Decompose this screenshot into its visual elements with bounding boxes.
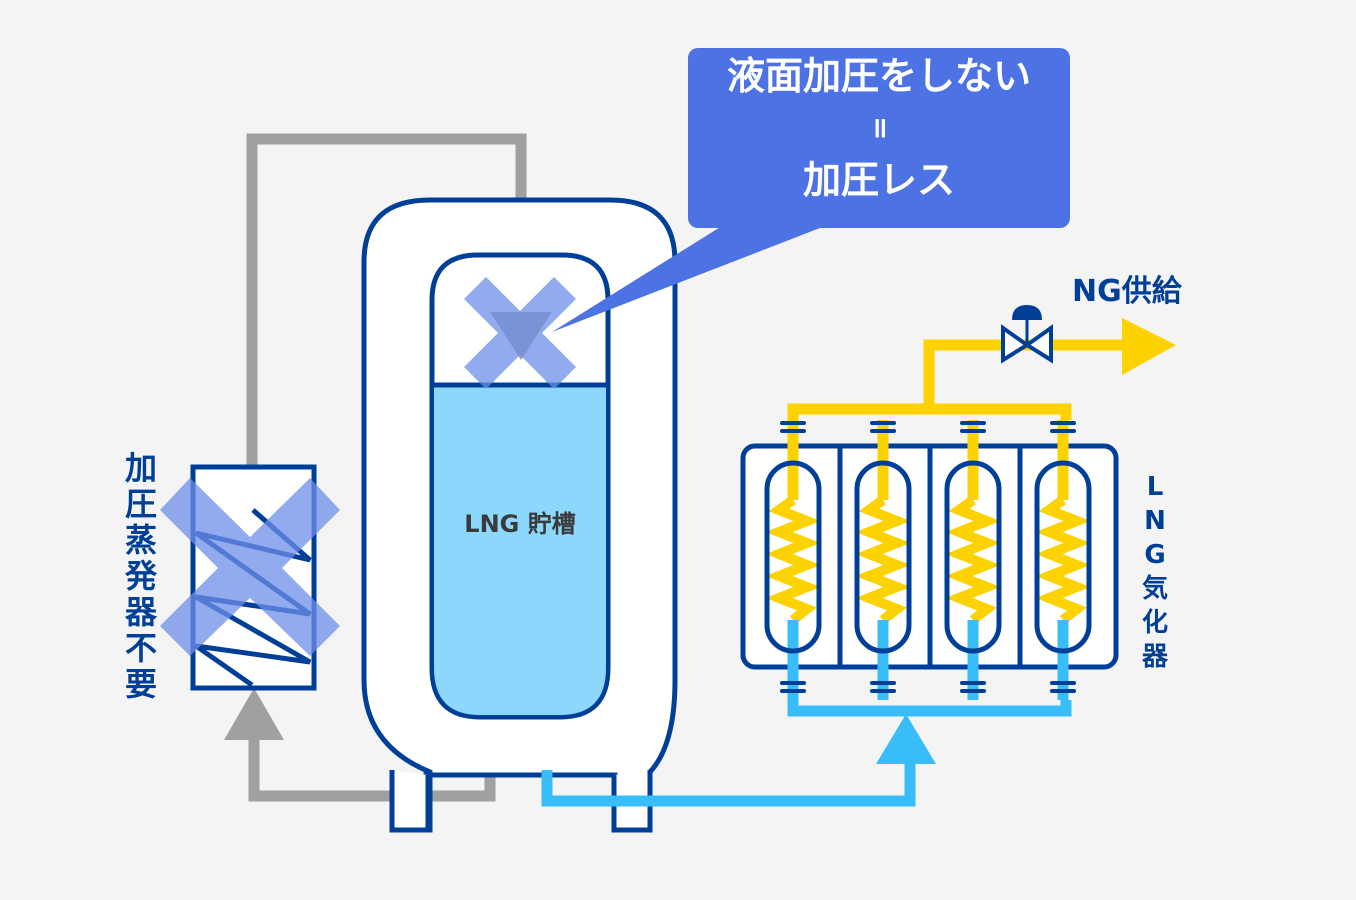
vaporizer-tube [1034, 460, 1092, 654]
ng-supply-label: NG供給 [1072, 274, 1182, 309]
lng-liquid [434, 385, 606, 715]
callout-box [688, 48, 1070, 228]
vaporizer-char: 器 [1141, 642, 1168, 672]
tank-cross-mark-icon [464, 277, 576, 389]
vaporizer-tube [854, 460, 912, 654]
evaporator-char: 発 [124, 557, 157, 595]
evaporator-label: 加 圧 蒸 発 器 不 要 [121, 450, 161, 702]
heating-coil [765, 495, 821, 624]
heating-coil [855, 495, 911, 624]
ng-header-pipe [787, 403, 1072, 420]
tank-label: LNG 貯槽 [464, 510, 576, 538]
control-valve-icon [1001, 305, 1053, 364]
lng-header-pipe [787, 700, 1072, 717]
evaporator-char: 器 [124, 593, 157, 631]
evaporator-char: 加 [124, 449, 157, 487]
vaporizer-label: L N G 気 化 器 [1135, 470, 1175, 674]
evaporator-cross-mark-icon [160, 478, 340, 656]
heating-coil [1035, 495, 1091, 624]
vaporizer-dividers [837, 446, 1023, 667]
evaporator-char: 要 [124, 665, 157, 703]
vaporizer-char: G [1144, 540, 1166, 570]
vaporizer-char: L [1146, 472, 1164, 502]
evaporator-char: 蒸 [124, 521, 157, 559]
tank-leg-left [389, 770, 431, 833]
vaporizer-char: 気 [1141, 574, 1168, 604]
heating-coil [945, 495, 1001, 624]
ng-supply-pipe [923, 339, 1130, 409]
lng-flow-arrow-up [876, 714, 936, 764]
evaporator-char: 不 [124, 629, 157, 667]
vaporizer-tube [764, 460, 822, 654]
gas-flow-arrow-up [224, 688, 284, 740]
vaporizer-tube [944, 460, 1002, 654]
vaporizer-char: N [1144, 506, 1166, 536]
callout-line-2: ॥ [870, 111, 888, 144]
evaporator-char: 圧 [124, 485, 157, 523]
callout-pointer [552, 226, 825, 332]
callout-line-3: 加圧レス [802, 158, 955, 202]
lng-supply-pipe [541, 760, 916, 807]
arrow-right-icon [1122, 318, 1176, 375]
callout-line-1: 液面加圧をしない [726, 54, 1031, 98]
vaporizer-char: 化 [1141, 608, 1168, 638]
callout-text: 液面加圧をしない ॥ 加圧レス [688, 50, 1070, 206]
